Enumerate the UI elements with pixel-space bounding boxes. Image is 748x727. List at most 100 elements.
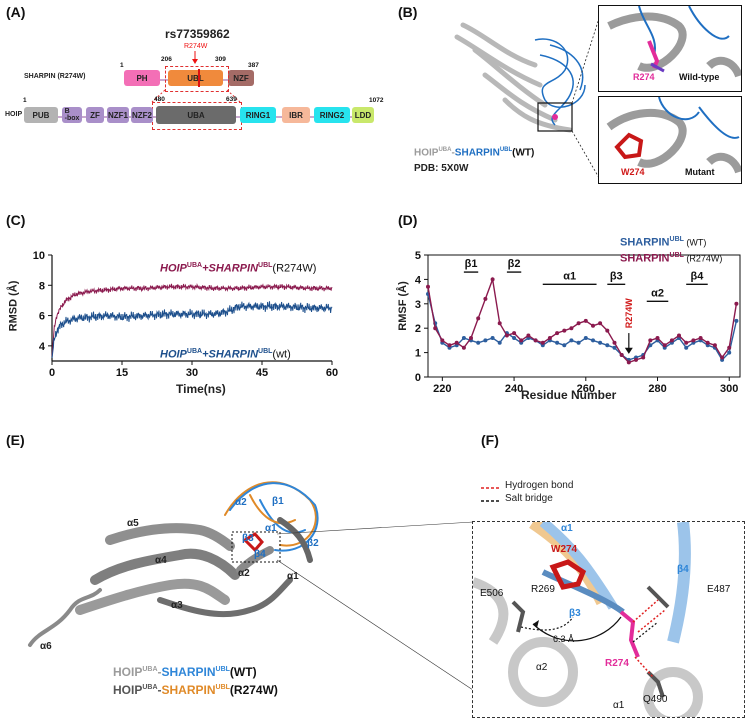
e-legend1-dash: - xyxy=(157,665,162,679)
ss-label-f-a2: α2 xyxy=(536,662,548,673)
panel-a-label: (A) xyxy=(6,4,26,20)
rmsf-legend-mut: SHARPINUBL (R274W) xyxy=(620,252,722,265)
rmsf-point-mutant xyxy=(684,340,689,345)
rmsf-x-tick-label: 240 xyxy=(505,383,523,395)
rmsf-point-wt xyxy=(576,340,581,345)
rmsf-point-mutant xyxy=(497,321,502,326)
rmsd-y-tick-label: 4 xyxy=(39,341,46,353)
rmsf-point-mutant xyxy=(433,326,438,331)
e-legend2-sharpin: SHARPIN xyxy=(161,683,216,697)
rmsd-x-tick-label: 15 xyxy=(116,367,128,379)
rmsf-point-mutant xyxy=(712,343,717,348)
legend-hbond-line xyxy=(481,487,501,489)
legend-sharpin-sup: UBL xyxy=(499,147,513,153)
domain-ibr: IBR xyxy=(282,107,310,123)
rmsf-point-mutant xyxy=(519,338,524,343)
rmsf-legend-wt-sup: UBL xyxy=(669,236,684,243)
strand-label-b4: β4 xyxy=(254,549,266,560)
rmsf-y-tick-label: 0 xyxy=(415,372,421,384)
domain-ldd: LDD xyxy=(352,107,374,123)
rmsf-point-wt xyxy=(598,340,603,345)
zoom-dash-lines xyxy=(571,8,603,184)
wt-label-sharpin: +SHARPIN xyxy=(202,348,259,361)
rmsf-point-mutant xyxy=(512,331,517,336)
residue-e487: E487 xyxy=(707,584,731,595)
domain-ph: PH xyxy=(124,70,160,86)
mut-label-sup2: UBL xyxy=(258,262,273,269)
rmsf-point-mutant xyxy=(454,340,459,345)
rmsd-x-tick-label: 0 xyxy=(49,367,55,379)
rmsd-x-tick-label: 45 xyxy=(256,367,268,379)
rmsf-series-wt xyxy=(427,293,738,362)
rmsf-y-tick-label: 3 xyxy=(415,299,421,311)
structure-overview xyxy=(454,22,586,133)
rmsf-point-wt xyxy=(512,336,517,340)
e-legend2-sup1: UBA xyxy=(142,684,158,691)
helix-label-a5: α5 xyxy=(127,518,139,529)
domain-nzf: NZF xyxy=(228,70,254,86)
hoip-label: HOIP xyxy=(5,111,23,118)
rmsf-x-tick-label: 300 xyxy=(720,383,738,395)
rmsd-y-tick-label: 6 xyxy=(39,311,45,323)
strand-label-b1: β1 xyxy=(272,496,284,507)
e-legend1-hoip: HOIP xyxy=(113,665,143,679)
panel-e-legend-mut: HOIPUBA-SHARPINUBL(R274W) xyxy=(113,683,278,697)
domain-ubl: UBL xyxy=(168,70,223,86)
panel-c-label: (C) xyxy=(6,212,26,228)
e-legend2-sup2: UBL xyxy=(215,684,230,691)
wt-residue-label: R274 xyxy=(633,72,655,82)
legend-salt-line xyxy=(481,500,501,502)
rmsd-y-tick-label: 10 xyxy=(33,250,45,262)
rmsf-point-mutant xyxy=(447,343,452,348)
mutation-label: R274W xyxy=(184,43,208,50)
rmsf-point-mutant xyxy=(469,336,473,340)
rmsf-point-mutant xyxy=(526,333,531,338)
rmsd-series-wt-label: HOIPUBA+SHARPINUBL(wt) xyxy=(160,348,291,361)
legend-hoip: HOIP xyxy=(414,147,439,159)
distance-label: 6.3 Å xyxy=(553,634,575,644)
sharpin-num-309: 309 xyxy=(215,56,226,63)
residue-e506: E506 xyxy=(480,588,504,599)
rmsf-xlabel: Residue Number xyxy=(521,388,617,402)
domain-nzf1: NZF1 xyxy=(107,107,129,123)
rmsf-point-mutant xyxy=(547,336,552,340)
wt-label-sup1: UBA xyxy=(186,348,203,355)
rmsf-point-mutant xyxy=(669,338,674,343)
wt-caption: Wild-type xyxy=(679,72,720,82)
rmsd-xlabel: Time(ns) xyxy=(176,382,226,396)
rmsf-point-mutant xyxy=(727,345,732,350)
wt-inset: R274 Wild-type xyxy=(598,5,742,92)
rmsf-point-mutant xyxy=(720,355,725,360)
rmsf-point-wt xyxy=(727,350,732,355)
rmsf-point-mutant xyxy=(691,338,696,343)
rmsf-legend-mut-tail: (R274W) xyxy=(683,253,723,264)
mutation-arrow xyxy=(192,51,198,64)
rmsf-point-mutant xyxy=(569,326,574,331)
interface-drawing xyxy=(473,522,703,717)
legend-hbond-text: Hydrogen bond xyxy=(505,480,574,491)
rmsf-point-mutant xyxy=(483,296,488,301)
mutant-caption: Mutant xyxy=(685,167,715,177)
rmsf-point-mutant xyxy=(504,333,509,338)
rmsf-point-mutant xyxy=(598,321,603,326)
sharpin-num-1: 1 xyxy=(120,62,124,69)
helix-label-a4: α4 xyxy=(155,555,167,566)
rmsf-y-tick-label: 4 xyxy=(415,274,422,286)
rmsf-point-wt xyxy=(569,338,574,343)
hoip-num-639: 639 xyxy=(226,96,237,103)
connector-lines xyxy=(151,89,241,103)
legend-sharpin: SHARPIN xyxy=(454,147,500,159)
ss-label: α2 xyxy=(651,287,664,299)
rmsf-point-wt xyxy=(490,336,495,340)
mutant-residue-label: W274 xyxy=(621,167,645,177)
rmsf-x-tick-label: 260 xyxy=(577,383,595,395)
rmsf-point-mutant xyxy=(612,340,617,345)
rmsf-y-tick-label: 5 xyxy=(415,250,421,262)
rmsf-point-mutant xyxy=(641,355,646,360)
ss-label: β1 xyxy=(465,258,478,270)
rmsf-point-mutant xyxy=(705,340,710,345)
mutant-inset: W274 Mutant xyxy=(598,96,742,184)
hoip-num-1: 1 xyxy=(23,97,27,104)
mut-label-sharpin: +SHARPIN xyxy=(202,262,259,275)
strand-label-b2: β2 xyxy=(307,538,319,549)
